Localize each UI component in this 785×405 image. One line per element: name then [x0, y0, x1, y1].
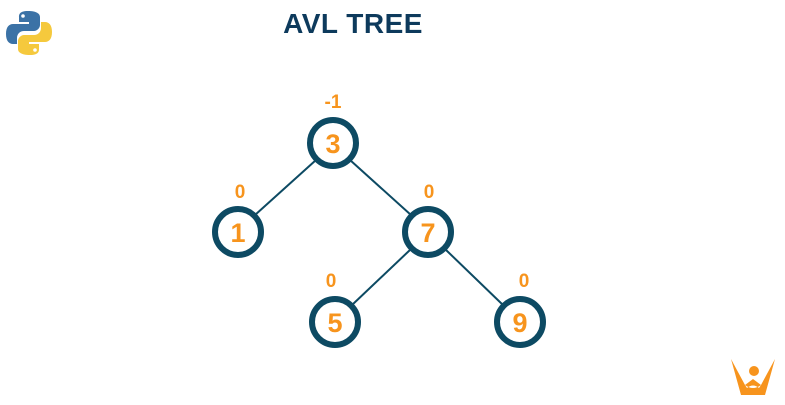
tree-node-9: 9 0	[494, 271, 546, 348]
tree-node-1: 1 0	[212, 182, 264, 258]
node-value: 3	[325, 129, 340, 159]
page-title: AVL TREE	[283, 8, 423, 39]
python-logo-icon	[4, 8, 54, 58]
node-value: 9	[512, 308, 527, 338]
tree-node-5: 5 0	[309, 271, 361, 348]
node-value: 7	[420, 218, 435, 248]
edge-3-1	[254, 159, 317, 216]
brand-logo-icon	[728, 355, 778, 400]
tree-node-3: 3 -1	[307, 92, 359, 169]
balance-factor: 0	[235, 182, 246, 203]
node-value: 1	[230, 218, 245, 248]
edge-3-7	[349, 159, 412, 216]
tree-node-7: 7 0	[402, 182, 454, 258]
edge-7-5	[351, 248, 412, 306]
balance-factor: 0	[519, 271, 530, 292]
edge-7-9	[444, 248, 504, 306]
balance-factor: 0	[424, 182, 435, 203]
balance-factor: -1	[325, 92, 342, 113]
node-value: 5	[327, 308, 342, 338]
tree-edges	[254, 159, 504, 306]
balance-factor: 0	[326, 271, 337, 292]
